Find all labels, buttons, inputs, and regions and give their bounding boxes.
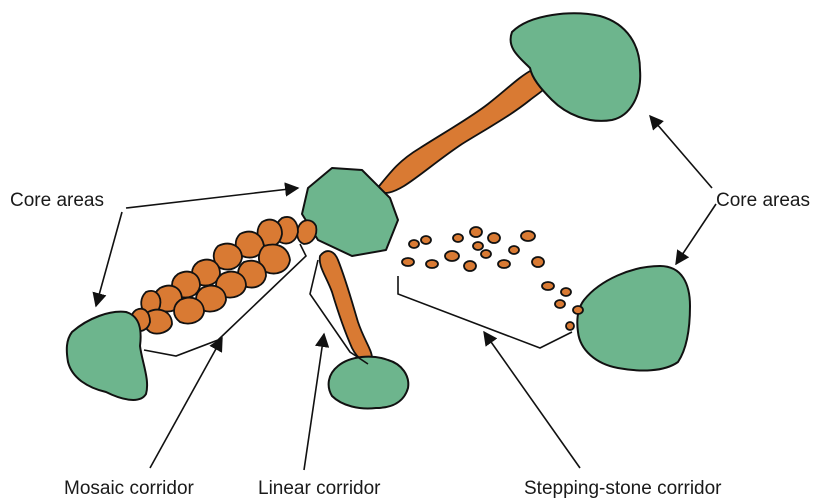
- linear-corridor: [320, 251, 372, 361]
- core-area-bottom-left: [67, 312, 147, 400]
- arrow-linear: [304, 334, 324, 470]
- label-linear-corridor: Linear corridor: [258, 478, 381, 499]
- stepping-stones: [402, 227, 583, 330]
- arrow-core-right-to-right: [676, 204, 716, 264]
- core-area-bottom-center: [329, 357, 409, 409]
- arrow-core-left-to-bottom-left: [96, 212, 122, 306]
- core-area-right: [577, 266, 690, 370]
- upper-linear-corridor: [376, 67, 553, 193]
- core-area-top-right: [511, 13, 641, 120]
- arrow-core-right-to-top-right: [650, 116, 712, 188]
- label-mosaic-corridor: Mosaic corridor: [64, 478, 195, 499]
- label-core-areas-left: Core areas: [10, 190, 104, 211]
- arrow-core-left-to-central: [126, 188, 298, 208]
- arrow-mosaic: [150, 338, 222, 468]
- mosaic-corridor-patches: [131, 217, 316, 334]
- label-core-areas-right: Core areas: [716, 190, 810, 211]
- label-stepping-stone-corridor: Stepping-stone corridor: [524, 478, 722, 499]
- arrow-stepping: [484, 332, 580, 468]
